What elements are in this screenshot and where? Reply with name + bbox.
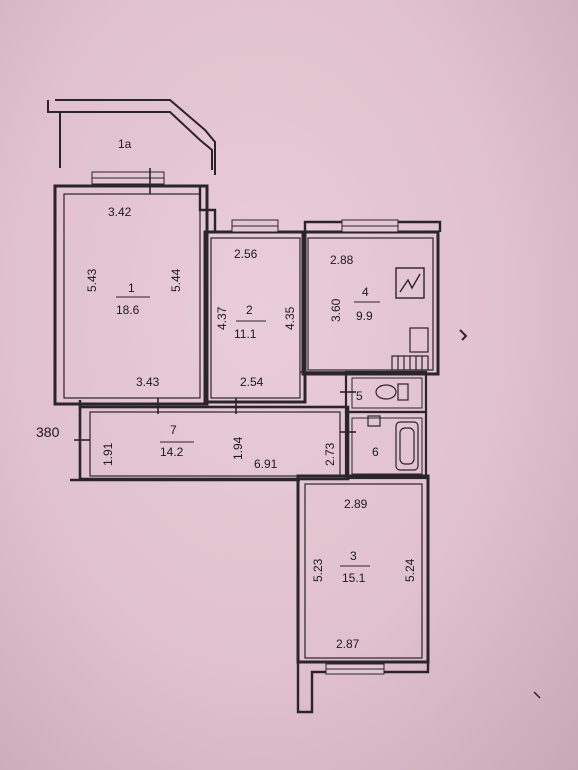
room-2-dim-right: 4.35	[283, 306, 297, 330]
stove-icon	[395, 267, 425, 299]
room-1-number: 1	[128, 281, 135, 295]
toilet-icon	[375, 383, 409, 401]
room-1-dim-bottom: 3.43	[136, 375, 160, 389]
room-7-dim-mid: 1.94	[231, 436, 245, 460]
room-6-number: 6	[372, 445, 379, 459]
bathtub-icon	[367, 415, 419, 471]
room-7-dim-left: 1.91	[101, 442, 115, 466]
walls	[53, 184, 442, 714]
room-4-area: 9.9	[356, 309, 373, 323]
kitchen-counter-icon	[391, 327, 429, 371]
door-marks	[74, 168, 356, 441]
room-7-number: 7	[170, 423, 177, 437]
room-7-area: 14.2	[160, 445, 184, 459]
room-1-dim-top: 3.42	[108, 205, 132, 219]
balcony-outline	[47, 99, 216, 175]
plan-marker-label: 380	[36, 424, 60, 440]
pen-mark-2	[533, 691, 541, 699]
room-2-dim-bottom: 2.54	[240, 375, 264, 389]
room-3-dim-top: 2.89	[344, 497, 368, 511]
room-2-dim-top: 2.56	[234, 247, 258, 261]
room-3-dim-left: 5.23	[311, 558, 325, 582]
room-7-dim-right: 2.73	[323, 442, 337, 466]
room-7-dim-bottom: 6.91	[254, 457, 278, 471]
room-5-number: 5	[356, 389, 363, 403]
room-1a-number: 1a	[118, 137, 132, 151]
room-3-number: 3	[350, 549, 357, 563]
room-3-area: 15.1	[342, 571, 366, 585]
room-1-dim-right: 5.44	[169, 268, 183, 292]
room-1-dim-left: 5.43	[85, 268, 99, 292]
pen-mark	[459, 329, 468, 341]
room-1-area: 18.6	[116, 303, 140, 317]
room-2-dim-left: 4.37	[215, 306, 229, 330]
windows	[91, 171, 399, 675]
room-4-dim-left: 3.60	[329, 298, 343, 322]
room-4-number: 4	[362, 285, 369, 299]
area-fraction-lines	[116, 296, 380, 567]
room-2-number: 2	[246, 303, 253, 317]
room-3-dim-right: 5.24	[403, 558, 417, 582]
room-3-dim-bottom: 2.87	[336, 637, 360, 651]
room-4-dim-top: 2.88	[330, 253, 354, 267]
room-2-area: 11.1	[234, 327, 257, 341]
